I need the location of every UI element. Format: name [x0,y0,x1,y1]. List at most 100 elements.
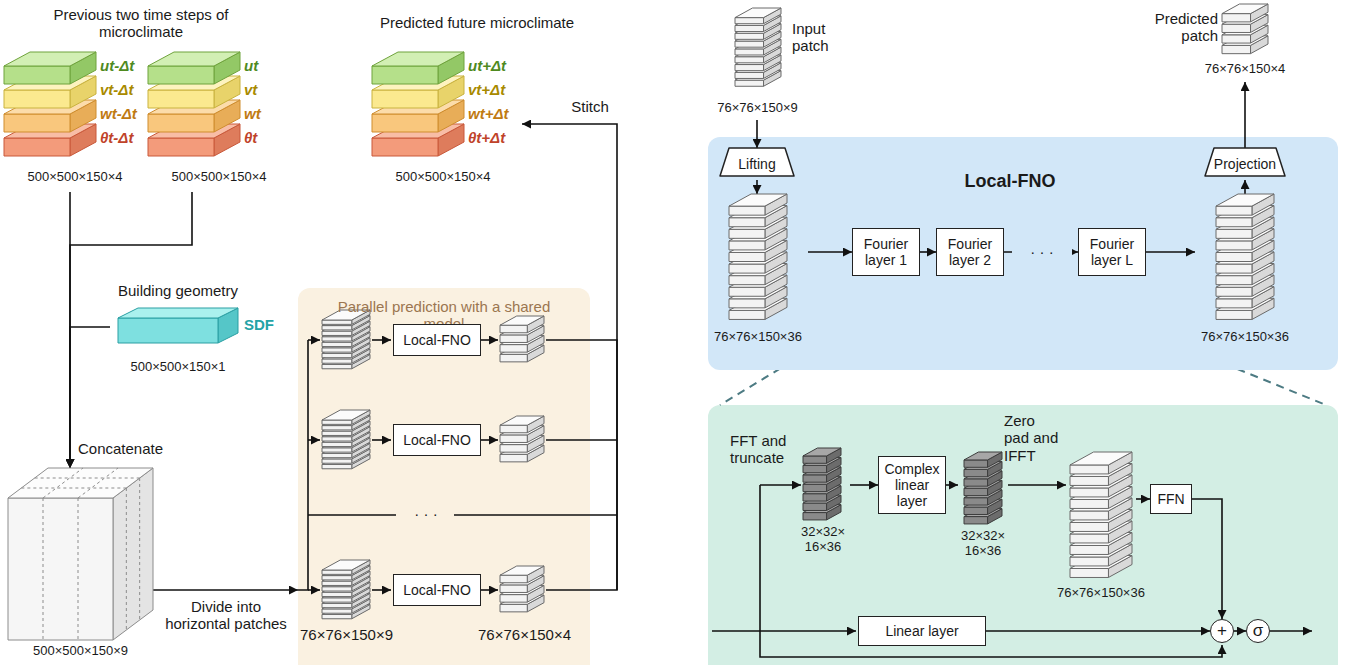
face [964,479,988,486]
sum-circle: + [1210,619,1234,643]
face [8,498,113,640]
face [1070,534,1108,543]
face [1216,218,1252,227]
face [500,425,527,433]
face [803,484,827,491]
face [735,41,764,47]
face [500,316,544,325]
face [322,464,352,468]
face [500,325,527,333]
face [803,465,827,472]
panel-ground [298,288,590,665]
grid-line [78,498,79,640]
face [729,252,765,261]
face [322,426,352,430]
face [500,416,544,425]
node-label: Predicted patch [1140,10,1218,45]
face [322,337,352,341]
face [500,445,527,453]
face [500,454,527,462]
node-text: + [1211,620,1233,642]
face [1216,299,1252,308]
face [372,66,438,84]
face [372,138,438,156]
node-label: Predicted future microclimate [362,14,592,31]
feature-stack: 76×76×150×36 [708,194,808,354]
wire [308,589,320,591]
wire [546,589,590,591]
connector [1234,630,1246,632]
grid-line [43,498,44,640]
input-patch [322,560,370,619]
feature-stack: 76×76×150×36 [1195,194,1295,354]
face [322,437,352,441]
node-label: ut+Δt [468,57,520,74]
node-text: Local-FNO [394,325,480,355]
face [322,342,352,346]
node-label: 500×500×150×1 [110,360,246,375]
face [322,431,352,435]
wire [760,484,801,486]
face [322,614,352,618]
face [500,345,527,353]
face [735,18,764,24]
face [964,460,988,467]
face [729,241,765,250]
concatenated-volume: 500×500×150×9 [8,468,153,663]
face [964,498,988,505]
face [1222,45,1251,53]
face [372,52,464,66]
face [500,335,527,343]
face [322,609,352,613]
face [1070,568,1108,577]
node-label: 76×76×150×36 [708,330,808,345]
face [735,25,764,31]
face [1070,499,1108,508]
merge-wire [546,340,617,590]
face [803,513,827,520]
wire [481,339,498,341]
patch-stack: Predicted patch 76×76×150×4 [1140,4,1330,82]
face [729,287,765,296]
free-label: 76×76×150×9 [300,626,390,643]
free-label: 76×76×150×4 [478,626,568,643]
face [735,65,764,71]
connector [1146,251,1195,253]
face [1070,488,1108,497]
face [803,448,841,456]
band-wires [298,340,617,590]
face [322,581,352,585]
grid-line [21,488,126,489]
free-label: · · · [398,505,454,522]
face [1070,511,1108,520]
face [803,503,827,510]
patch-stack: Input patch76×76×150×9 [700,6,860,120]
face [803,475,827,482]
wire [372,589,391,591]
face [322,331,352,335]
node-label: 76×76×150×36 [1051,586,1151,601]
lifting-trapezoid: Lifting [720,148,794,180]
node-label: 32×32× 16×36 [948,529,1018,559]
process-box: Local-FNO [393,424,481,456]
node-label: vt-Δt [100,81,152,98]
connector [756,120,758,148]
node-label: 76×76×150×4 [1190,62,1300,77]
output-patch [500,566,544,612]
node-text: Local-FNO [394,575,480,605]
spectral-stack: 32×32× 16×36 [958,448,1008,564]
face [735,49,764,55]
face [322,448,352,452]
face [500,435,527,443]
node-label: vt [244,81,296,98]
face [729,264,765,273]
face [729,206,765,215]
fourier-layer-detail-panel [708,405,1338,665]
node-label: 32×32× 16×36 [788,525,858,555]
face [735,80,764,86]
face [1216,229,1252,238]
output-patch [500,416,544,462]
face [964,517,988,524]
node-text: Projection [1205,148,1285,180]
face [729,229,765,238]
